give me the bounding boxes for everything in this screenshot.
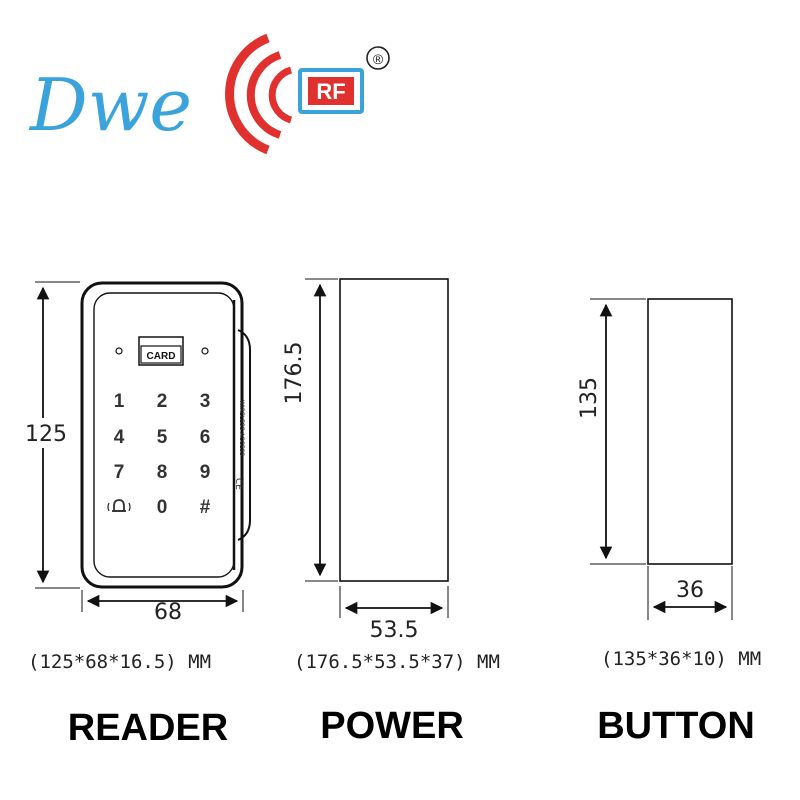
keypad-key: 4 xyxy=(114,427,125,448)
keypad-key: 5 xyxy=(157,427,168,448)
reader-keypad: 1 2 3 4 5 6 7 8 9 0 # xyxy=(114,391,211,518)
indicator-led-left xyxy=(115,347,123,355)
button-title: BUTTON xyxy=(597,705,755,747)
keypad-key: # xyxy=(200,497,211,518)
keypad-key: 2 xyxy=(157,391,168,412)
signal-arcs-icon xyxy=(225,33,293,155)
power-body xyxy=(339,278,449,582)
brand-logo: Dwe RF ® xyxy=(28,33,390,155)
reader-side-label: WIRELESS ACCESS xyxy=(238,400,245,456)
keypad-key: 0 xyxy=(157,497,168,518)
keypad-key: 8 xyxy=(157,462,168,483)
reader-spec: (125*68*16.5) MM xyxy=(28,651,211,673)
registered-mark: ® xyxy=(373,51,384,67)
keypad-key: 6 xyxy=(200,427,211,448)
power-width-label: 53.5 xyxy=(370,618,419,643)
button-drawing: 135 36 (135*36*10) MM BUTTON xyxy=(572,298,761,747)
keypad-key: 3 xyxy=(200,391,211,412)
power-height-label: 176.5 xyxy=(282,342,307,405)
button-spec: (135*36*10) MM xyxy=(601,648,761,670)
card-slot xyxy=(138,336,184,366)
indicator-led-right xyxy=(201,347,209,355)
button-width-label: 36 xyxy=(676,578,704,603)
keypad-key: 1 xyxy=(114,391,125,412)
reader-height-label: 125 xyxy=(25,422,67,447)
reader-title: READER xyxy=(68,707,228,749)
brand-text: Dwe xyxy=(28,63,192,147)
button-body xyxy=(647,298,733,565)
card-label: CARD xyxy=(147,351,176,362)
keypad-key: 9 xyxy=(200,462,211,483)
power-title: POWER xyxy=(320,705,464,747)
rf-badge: RF xyxy=(298,68,364,114)
keypad-key: 7 xyxy=(114,462,125,483)
power-spec: (176.5*53.5*37) MM xyxy=(294,651,500,673)
button-height-label: 135 xyxy=(577,377,602,419)
bell-icon xyxy=(107,499,131,512)
ce-mark: CE xyxy=(233,478,243,490)
power-drawing: 176.5 53.5 (176.5*53.5*37) MM POWER xyxy=(280,278,500,747)
reader-width-label: 68 xyxy=(154,600,182,625)
rf-badge-text: RF xyxy=(316,79,345,104)
